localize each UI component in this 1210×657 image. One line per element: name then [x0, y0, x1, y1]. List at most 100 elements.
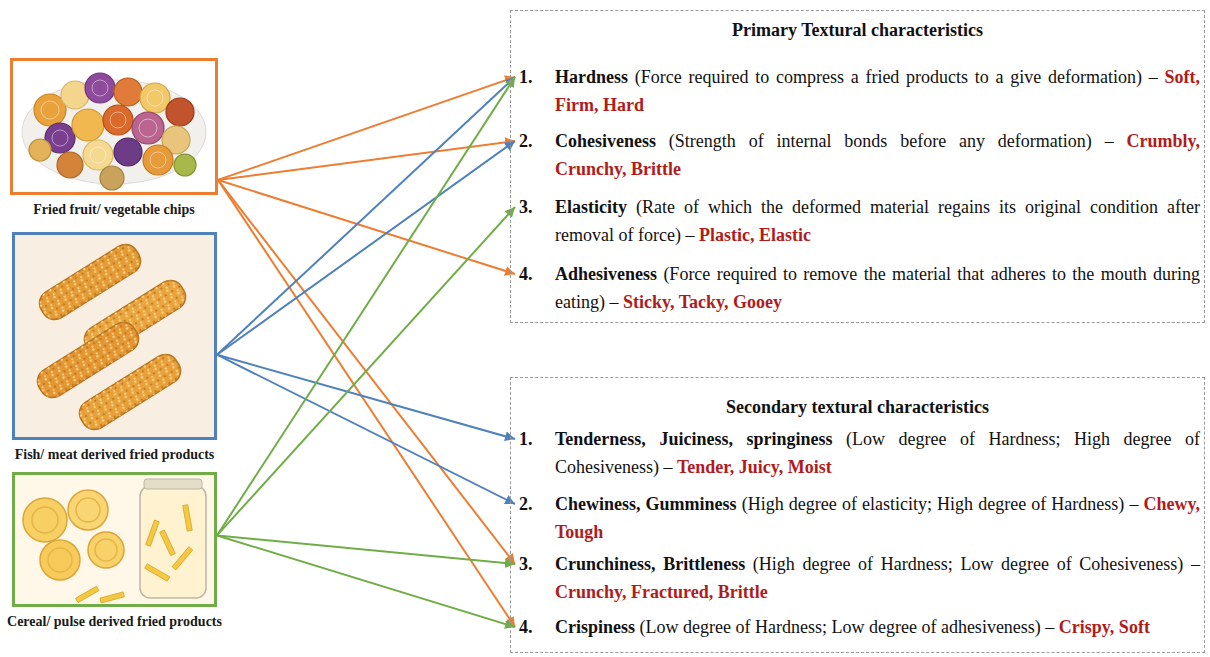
snack-stick: [145, 564, 170, 581]
connector-arrow: [218, 180, 515, 274]
chip-ring: [147, 90, 163, 106]
chip-ring: [90, 147, 106, 163]
chip-ring: [92, 80, 108, 96]
term-name: Crispiness: [555, 617, 635, 637]
characteristic-item: 3.Crunchiness, Brittleness (High degree …: [515, 550, 1200, 606]
connector-arrow: [217, 355, 515, 439]
cracker: [68, 490, 108, 530]
item-number: 1.: [515, 425, 555, 453]
connector-arrow: [217, 535, 515, 627]
term-definition: (Rate of which the deformed material reg…: [555, 197, 1200, 245]
round-crackers: [23, 490, 124, 580]
snack-stick: [76, 586, 99, 602]
chip: [114, 138, 142, 166]
characteristic-item: 4.Crispiness (Low degree of Hardness; Lo…: [515, 613, 1200, 641]
term-name: Crunchiness, Brittleness: [555, 554, 745, 574]
chip-ring: [110, 112, 126, 128]
term-descriptors: Crispy, Soft: [1059, 617, 1150, 637]
cracker: [88, 532, 124, 568]
fish-stick: [75, 350, 186, 435]
chip: [103, 105, 133, 135]
term-definition: (Strength of internal bonds before any d…: [669, 131, 1114, 151]
cereal-snacks-photo: [15, 475, 214, 604]
connector-arrow: [218, 77, 515, 180]
connectors: [217, 77, 515, 627]
fish-stick-body: [75, 350, 186, 435]
characteristic-item: 1.Tenderness, Juiciness, springiness (Lo…: [515, 425, 1200, 481]
characteristic-item: 4.Adhesiveness (Force required to remove…: [515, 260, 1200, 316]
photo-caption: Fried fruit/ vegetable chips: [33, 201, 194, 219]
term-name: Cohesiveness: [555, 131, 656, 151]
characteristic-item: 2.Chewiness, Gumminess (High degree of e…: [515, 490, 1200, 546]
cracker-ring: [32, 507, 58, 533]
chip-ring: [139, 119, 157, 137]
term-descriptors: Crunchy, Fractured, Brittle: [555, 582, 768, 602]
term-definition: (High degree of Hardness; Low degree of …: [753, 554, 1200, 574]
snack-stick: [183, 505, 192, 531]
connector-arrow: [217, 207, 515, 535]
snack-stick: [100, 592, 124, 603]
term-name: Elasticity: [555, 197, 627, 217]
item-text: Tenderness, Juiciness, springiness (Low …: [555, 425, 1200, 481]
characteristic-item: 2.Cohesiveness (Strength of internal bon…: [515, 127, 1200, 183]
characteristic-item: 3.Elasticity (Rate of which the deformed…: [515, 193, 1200, 249]
photo-ground: [15, 475, 214, 604]
item-number: 4.: [515, 260, 555, 288]
chip-rings: [41, 80, 166, 168]
chips: [29, 73, 196, 190]
chip: [100, 166, 124, 190]
chip: [83, 140, 113, 170]
chip-ring: [150, 152, 166, 168]
food-photo-box: Cereal/ pulse derived fried products: [12, 472, 217, 607]
cracker: [40, 540, 80, 580]
connector-arrow: [217, 77, 515, 535]
chip: [57, 152, 83, 178]
item-text: Hardness (Force required to compress a f…: [555, 63, 1200, 119]
fish-sticks-photo: [15, 235, 214, 437]
term-descriptors: Tender, Juicy, Moist: [677, 457, 832, 477]
cracker: [23, 498, 67, 542]
item-number: 2.: [515, 127, 555, 155]
term-descriptors: Sticky, Tacky, Gooey: [623, 292, 782, 312]
term-definition: (Force required to compress a fried prod…: [635, 67, 1158, 87]
chip: [143, 145, 173, 175]
chip: [72, 109, 104, 141]
snack-stick: [172, 547, 193, 570]
chip-ring: [52, 130, 68, 146]
term-descriptors: Plastic, Elastic: [699, 225, 811, 245]
cracker-ring: [95, 539, 117, 561]
characteristics-panel: Primary Textural characteristics1.Hardne…: [510, 10, 1205, 323]
term-name: Chewiness, Gumminess: [555, 494, 737, 514]
chip-ring: [41, 101, 59, 119]
cracker-ring: [76, 498, 100, 522]
vegetable-chips-photo: [13, 61, 215, 192]
cracker-ring: [48, 548, 72, 572]
food-photo-box: Fried fruit/ vegetable chips: [10, 58, 218, 195]
chip: [29, 139, 51, 161]
jar: [140, 486, 206, 598]
term-name: Hardness: [555, 67, 628, 87]
connector-arrow: [217, 355, 515, 504]
item-text: Adhesiveness (Force required to remove t…: [555, 260, 1200, 316]
item-text: Elasticity (Rate of which the deformed m…: [555, 193, 1200, 249]
chip: [132, 112, 164, 144]
photo-caption: Cereal/ pulse derived fried products: [7, 613, 222, 631]
item-text: Crispiness (Low degree of Hardness; Low …: [555, 613, 1200, 641]
connector-arrow: [218, 180, 515, 564]
item-number: 4.: [515, 613, 555, 641]
characteristics-panel: Secondary textural characteristics1.Tend…: [510, 377, 1205, 653]
food-photo-box: Fish/ meat derived fried products: [12, 232, 217, 440]
jar-lid: [144, 479, 202, 489]
characteristic-item: 1.Hardness (Force required to compress a…: [515, 63, 1200, 119]
photo-ground: [15, 235, 214, 437]
chip: [114, 78, 142, 106]
term-definition: (Low degree of Hardness; Low degree of a…: [640, 617, 1055, 637]
item-number: 3.: [515, 193, 555, 221]
photo-caption: Fish/ meat derived fried products: [15, 446, 215, 464]
item-text: Cohesiveness (Strength of internal bonds…: [555, 127, 1200, 183]
item-text: Chewiness, Gumminess (High degree of ela…: [555, 490, 1200, 546]
term-definition: (High degree of elasticity; High degree …: [742, 494, 1139, 514]
item-number: 1.: [515, 63, 555, 91]
chip: [174, 154, 196, 176]
